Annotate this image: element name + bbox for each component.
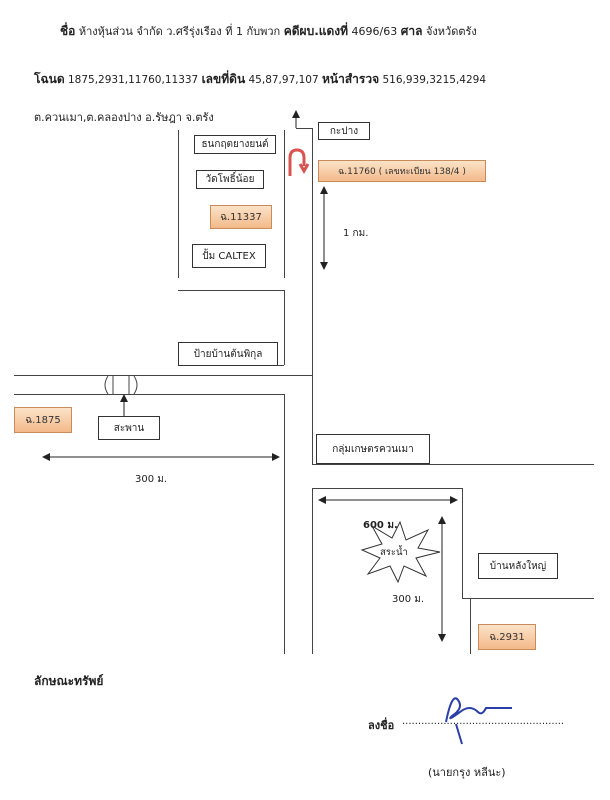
court-name: จังหวัดตรัง xyxy=(425,25,477,38)
road-right-v3 xyxy=(470,598,471,654)
survey-key: หน้าสำรวจ xyxy=(321,72,380,86)
partnership-name: ห้างหุ้นส่วน จำกัด ว.ศรีรุ่งเรือง ที่ 1 … xyxy=(78,25,281,38)
road-right-v2 xyxy=(462,488,463,598)
dist-300-right-label: 300 ม. xyxy=(392,594,425,605)
road-main-h1 xyxy=(14,375,312,376)
lot-11337-box: ฉ.11337 xyxy=(210,205,272,229)
name-key: ชื่อ xyxy=(60,24,76,38)
dist-600-label: 600 ม. xyxy=(363,520,398,531)
kraprang-box: กะปาง xyxy=(318,122,370,140)
header-line-3: ต.ควนเมา,ต.คลองปาง อ.รัษฎา จ.ตรัง xyxy=(34,111,214,124)
road-right-h xyxy=(312,464,594,465)
lot-2931-box: ฉ.2931 xyxy=(478,624,536,650)
pond-splash-icon xyxy=(360,520,441,584)
road-mid-upper xyxy=(284,130,285,278)
signature-mark xyxy=(445,697,512,745)
deed-numbers: 1875,2931,11760,11337 xyxy=(67,74,199,86)
road-right-v1 xyxy=(312,488,313,654)
bridge-icon xyxy=(104,375,138,395)
road-right-h2 xyxy=(312,488,462,489)
property-heading: ลักษณะทรัพย์ xyxy=(34,674,104,688)
survey-numbers: 516,939,3215,4294 xyxy=(382,74,487,86)
road-branch-top xyxy=(296,128,313,129)
land-numbers: 45,87,97,107 xyxy=(248,74,319,86)
car-shop-box: ธนกฤตยางยนต์ xyxy=(194,135,276,154)
lot-1875-box: ฉ.1875 xyxy=(14,407,72,433)
road-left-upper xyxy=(178,130,179,278)
road-main-h2 xyxy=(14,394,284,395)
temple-box: วัดโพธิ์น้อย xyxy=(196,170,264,189)
pond-label: สระน้ำ xyxy=(380,547,408,558)
case-number: 4696/63 xyxy=(351,25,398,38)
court-key: ศาล xyxy=(400,24,423,38)
signer-name: (นายกรุง หลีนะ) xyxy=(428,766,506,779)
caltex-box: ปั้ม CALTEX xyxy=(192,244,266,268)
dist-1km-label: 1 กม. xyxy=(343,228,369,239)
road-left-lower xyxy=(284,394,285,654)
big-house-box: บ้านหลังใหญ่ xyxy=(478,553,558,579)
sign-dots: ........................................… xyxy=(402,716,565,727)
bridge-box: สะพาน xyxy=(98,416,160,440)
road-mid-lower xyxy=(284,290,285,365)
farmers-box: กลุ่มเกษตรควนเมา xyxy=(316,434,430,464)
bus-stop-box: ป้ายบ้านต้นพิกุล xyxy=(178,342,278,366)
road-h1 xyxy=(178,290,284,291)
lot-11760-box: ฉ.11760 ( เลขทะเบียน 138/4 ) xyxy=(318,160,486,182)
u-turn-icon xyxy=(288,148,310,176)
deed-key: โฉนด xyxy=(34,72,65,86)
road-main-vertical xyxy=(312,128,313,464)
road-right-h3 xyxy=(462,598,594,599)
dist-300-left-label: 300 ม. xyxy=(135,474,168,485)
sign-label: ลงชื่อ xyxy=(368,719,395,732)
header-line-2: โฉนด 1875,2931,11760,11337 เลขที่ดิน 45,… xyxy=(34,70,610,89)
land-key: เลขที่ดิน xyxy=(201,72,246,86)
header-line-1: ชื่อ ห้างหุ้นส่วน จำกัด ว.ศรีรุ่งเรือง ท… xyxy=(60,22,610,41)
case-key: คดีผบ.แดงที่ xyxy=(283,24,349,38)
